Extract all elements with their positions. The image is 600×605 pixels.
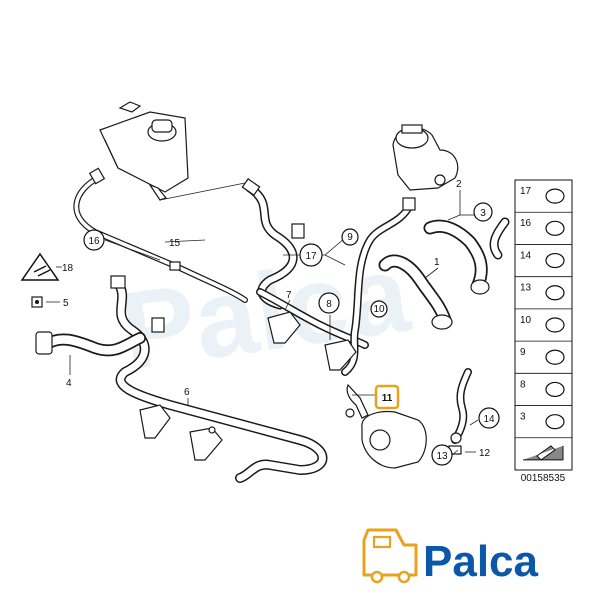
expansion-tank [99, 101, 189, 201]
svg-text:5: 5 [63, 298, 69, 309]
callout-6: 6 [184, 387, 190, 398]
callout-16: 16 [83, 229, 105, 251]
legend-label: 14 [520, 250, 532, 261]
svg-text:6: 6 [184, 387, 190, 398]
callout-7: 7 [286, 290, 292, 301]
part-glyph-icon [545, 188, 565, 204]
callout-12: 12 [479, 448, 491, 459]
part-glyph-icon [545, 381, 565, 398]
callout-14: 14 [478, 407, 500, 429]
svg-text:12: 12 [479, 448, 491, 459]
legend-label: 10 [520, 315, 532, 326]
svg-text:9: 9 [347, 232, 353, 243]
legend-label: 9 [520, 347, 526, 358]
svg-text:1: 1 [434, 257, 440, 268]
hose-1 [378, 254, 453, 330]
part-glyph-icon [545, 220, 565, 236]
callout-3: 3 [473, 202, 493, 222]
svg-text:3: 3 [480, 208, 486, 219]
svg-text:4: 4 [66, 378, 72, 389]
svg-text:13: 13 [436, 451, 448, 462]
legend-row: 17 [520, 186, 565, 204]
part-glyph-icon [545, 349, 565, 365]
legend-label: 3 [520, 412, 526, 423]
svg-text:16: 16 [88, 236, 100, 247]
brackets [139, 311, 357, 461]
callout-2: 2 [456, 179, 462, 190]
callout-4: 4 [66, 378, 72, 389]
part-glyph-icon [545, 414, 565, 430]
part-glyph-icon [545, 252, 565, 269]
svg-text:11: 11 [382, 393, 393, 404]
callout-17: 17 [299, 243, 323, 267]
svg-text:2: 2 [456, 179, 462, 190]
callout-8: 8 [318, 292, 340, 314]
legend-row: 16 [515, 211, 572, 236]
legend-row: 13 [515, 276, 572, 301]
callout-18: 18 [62, 263, 74, 274]
parts-legend: 17 16 14 13 10 9 8 3 00158535 [514, 179, 573, 484]
svg-text:10: 10 [373, 304, 385, 315]
hose-4 [35, 331, 146, 357]
callout-9: 9 [341, 228, 359, 246]
thermostat-housing [392, 124, 459, 191]
legend-row: 9 [515, 340, 572, 365]
leader-lines [46, 182, 479, 456]
legend-row [515, 437, 572, 461]
svg-text:14: 14 [483, 414, 495, 425]
svg-text:7: 7 [286, 290, 292, 301]
part-glyph-icon [545, 317, 565, 333]
arrow-icon [523, 445, 564, 461]
callout-5: 5 [63, 298, 69, 309]
clip-icon [31, 296, 43, 308]
callout-10: 10 [370, 300, 388, 318]
hose-6 [110, 275, 328, 483]
callout-15: 15 [169, 238, 181, 249]
callout-11: 11 [374, 384, 400, 410]
warning-label-icon [20, 252, 60, 281]
svg-text:15: 15 [169, 238, 181, 249]
legend-label: 13 [520, 283, 532, 294]
legend-label: 8 [520, 379, 526, 390]
diagram-number: 00158535 [521, 473, 566, 484]
palca-logo: Palca [362, 528, 539, 586]
legend-row: 8 [515, 372, 572, 398]
legend-row: 10 [515, 308, 572, 333]
callout-13: 13 [431, 444, 453, 466]
electric-coolant-pump [345, 383, 427, 469]
logo-text: Palca [423, 537, 539, 586]
svg-text:18: 18 [62, 263, 74, 274]
legend-label: 16 [520, 218, 532, 229]
svg-text:8: 8 [326, 299, 332, 310]
hose-12 [451, 368, 472, 444]
callout-1: 1 [434, 257, 440, 268]
hose-2 [423, 217, 510, 295]
part-glyph-icon [545, 285, 565, 301]
legend-label: 17 [520, 186, 532, 197]
svg-text:17: 17 [305, 251, 317, 262]
legend-row: 3 [515, 405, 572, 430]
legend-row: 14 [515, 244, 572, 269]
